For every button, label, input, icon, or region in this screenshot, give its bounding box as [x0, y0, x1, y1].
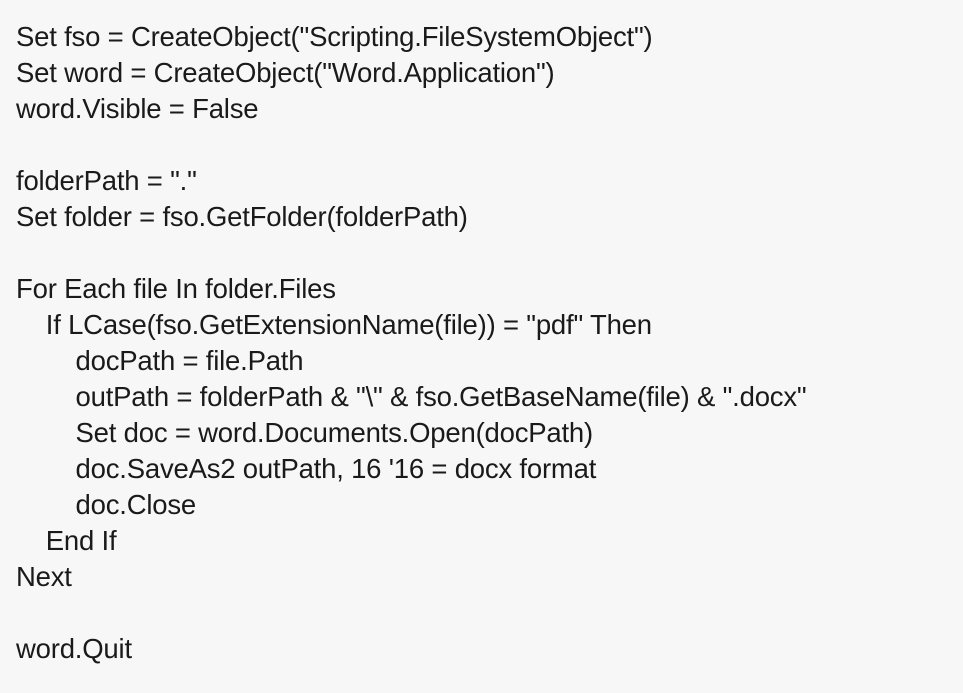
code-line: Set fso = CreateObject("Scripting.FileSy…	[16, 21, 653, 52]
code-line: For Each file In folder.Files	[16, 273, 336, 304]
code-line: Next	[16, 561, 72, 592]
code-line-blank	[16, 235, 953, 271]
code-line: End If	[16, 525, 117, 556]
code-line: If LCase(fso.GetExtensionName(file)) = "…	[16, 309, 652, 340]
code-line: folderPath = "."	[16, 165, 197, 196]
code-line: word.Quit	[16, 633, 132, 664]
code-line: word.Visible = False	[16, 93, 259, 124]
code-line: docPath = file.Path	[16, 345, 304, 376]
code-line: Set doc = word.Documents.Open(docPath)	[16, 417, 594, 448]
code-line: doc.SaveAs2 outPath, 16 '16 = docx forma…	[16, 453, 597, 484]
code-line: Set word = CreateObject("Word.Applicatio…	[16, 57, 555, 88]
code-line-blank	[16, 127, 953, 163]
code-line: outPath = folderPath & "\" & fso.GetBase…	[16, 381, 807, 412]
code-line: Set folder = fso.GetFolder(folderPath)	[16, 201, 468, 232]
code-line-blank	[16, 595, 953, 631]
code-line: doc.Close	[16, 489, 197, 520]
